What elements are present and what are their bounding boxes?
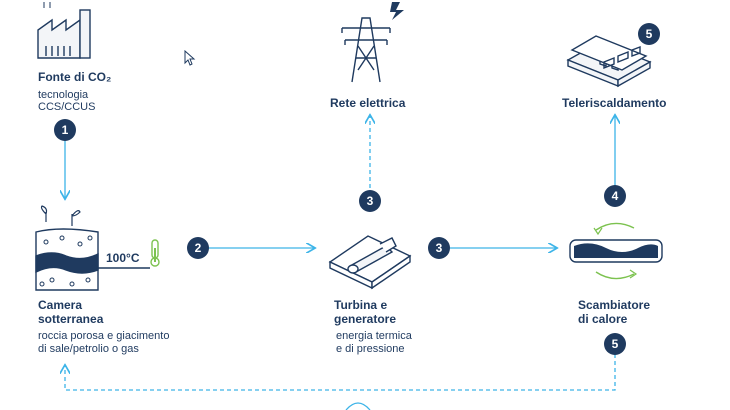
recycle-arc — [345, 402, 371, 410]
turbine-subtitle-2: e di pressione — [336, 343, 405, 355]
chamber-title-2: sotterranea — [38, 312, 104, 326]
chamber-title-1: Camera — [38, 298, 83, 312]
step-badge-2: 2 — [187, 237, 209, 259]
step-badge-5-top: 5 — [638, 23, 660, 45]
step-badge-5-bottom: 5 — [604, 333, 626, 355]
turbine-subtitle-1: energia termica — [336, 330, 412, 342]
chamber-subtitle-2: di sale/petrolio o gas — [38, 343, 139, 355]
step-badge-3-up: 3 — [359, 190, 381, 212]
power-pylon-icon — [341, 2, 404, 83]
step-badge-4: 4 — [604, 185, 626, 207]
thermometer-icon — [150, 239, 160, 267]
exchanger-title-2: di calore — [578, 312, 628, 326]
co2-source-title: Fonte di CO₂ — [38, 70, 112, 84]
district-heating-title: Teleriscaldamento — [562, 96, 667, 110]
turbine-title-2: generatore — [334, 312, 397, 326]
temperature-label: 100°C — [106, 251, 140, 265]
chamber-subtitle-1: roccia porosa e giacimento — [38, 330, 170, 342]
return-loop-line — [65, 354, 616, 391]
building-block-icon — [566, 35, 652, 88]
grid-title: Rete elettrica — [330, 96, 406, 110]
exchanger-title-1: Scambiatore — [578, 298, 651, 312]
co2-source-subtitle-1: tecnologia — [38, 89, 89, 101]
heat-exchanger-icon — [569, 222, 663, 280]
turbine-title-1: Turbina e — [334, 298, 388, 312]
turbine-icon — [328, 235, 412, 290]
co2-source-subtitle-2: CCS/CCUS — [38, 101, 96, 113]
rock-layers-icon — [35, 205, 99, 291]
step-badge-1: 1 — [54, 119, 76, 141]
factory-icon — [37, 2, 91, 59]
mouse-cursor-icon — [184, 50, 196, 66]
step-badge-3-right: 3 — [428, 237, 450, 259]
